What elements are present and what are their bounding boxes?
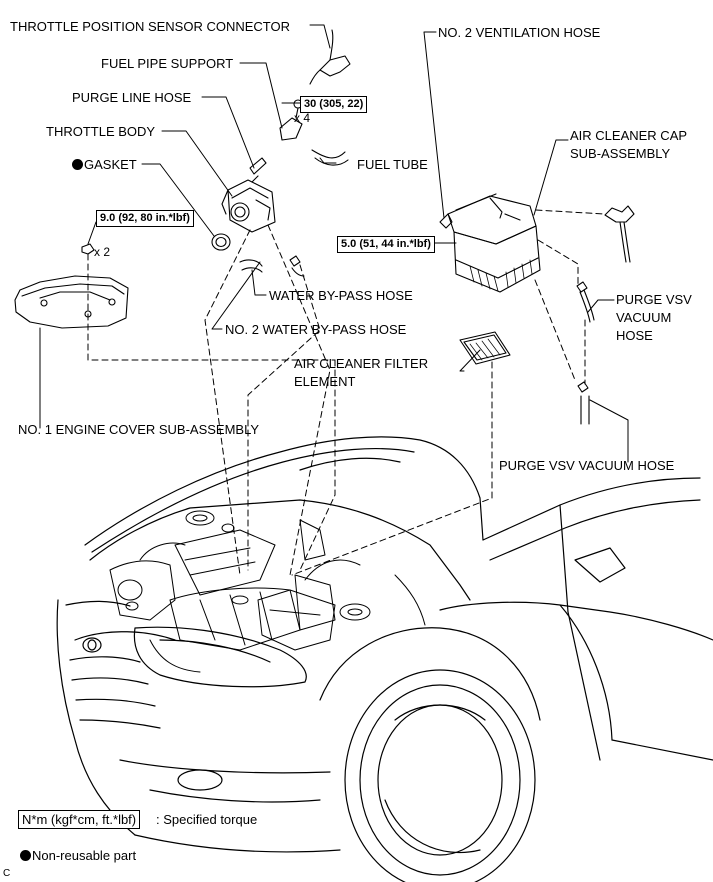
torque-engine-cover: 9.0 (92, 80 in.*lbf) bbox=[96, 210, 194, 227]
label-purge-line-hose: PURGE LINE HOSE bbox=[72, 90, 192, 105]
torque-air-cleaner: 5.0 (51, 44 in.*lbf) bbox=[337, 236, 435, 253]
label-fuel-tube: FUEL TUBE bbox=[357, 157, 428, 172]
label-fuel-pipe-support: FUEL PIPE SUPPORT bbox=[101, 56, 234, 71]
label-purge-vsv-vacuum-hose-a-line3: HOSE bbox=[616, 328, 653, 343]
label-purge-vsv-vacuum-hose-a-line1: PURGE VSV bbox=[616, 292, 692, 307]
torque-fuel-pipe-support: 30 (305, 22) bbox=[300, 96, 368, 113]
label-no2-water-by-pass-hose: NO. 2 WATER BY-PASS HOSE bbox=[225, 322, 407, 337]
label-throttle-body: THROTTLE BODY bbox=[46, 124, 156, 139]
corner-code: C bbox=[3, 868, 11, 879]
label-air-cleaner-filter-line1: AIR CLEANER FILTER bbox=[294, 356, 429, 371]
label-air-cleaner-cap-line1: AIR CLEANER CAP bbox=[570, 128, 688, 143]
label-air-cleaner-filter-line2: ELEMENT bbox=[294, 374, 356, 389]
air-cleaner-parts bbox=[439, 193, 635, 425]
label-air-cleaner-cap-line2: SUB-ASSEMBLY bbox=[570, 146, 671, 161]
label-water-by-pass-hose: WATER BY-PASS HOSE bbox=[269, 288, 413, 303]
dashed-install-lines bbox=[87, 209, 605, 576]
label-no2-ventilation-hose: NO. 2 VENTILATION HOSE bbox=[438, 25, 601, 40]
label-throttle-position-sensor-connector: THROTTLE POSITION SENSOR CONNECTOR bbox=[10, 19, 291, 34]
legend-torque-box: N*m (kgf*cm, ft.*lbf) bbox=[18, 810, 141, 829]
label-purge-vsv-vacuum-hose-a-line2: VACUUM bbox=[616, 310, 672, 325]
non-reusable-dot-icon bbox=[72, 159, 83, 170]
label-gasket: GASKET bbox=[72, 157, 137, 172]
throttle-parts bbox=[14, 29, 351, 329]
leader-lines bbox=[39, 24, 629, 463]
multiplier-engine-cover-nuts: x 2 bbox=[94, 245, 111, 259]
non-reusable-dot-icon bbox=[20, 850, 31, 861]
label-no1-engine-cover: NO. 1 ENGINE COVER SUB-ASSEMBLY bbox=[18, 422, 260, 437]
multiplier-fuel-pipe-bolts: x 4 bbox=[294, 111, 311, 125]
legend-torque-text: : Specified torque bbox=[156, 812, 258, 827]
legend-non-reusable: Non-reusable part bbox=[20, 848, 136, 863]
label-purge-vsv-vacuum-hose-b: PURGE VSV VACUUM HOSE bbox=[499, 458, 675, 473]
vehicle-illustration bbox=[56, 436, 713, 882]
